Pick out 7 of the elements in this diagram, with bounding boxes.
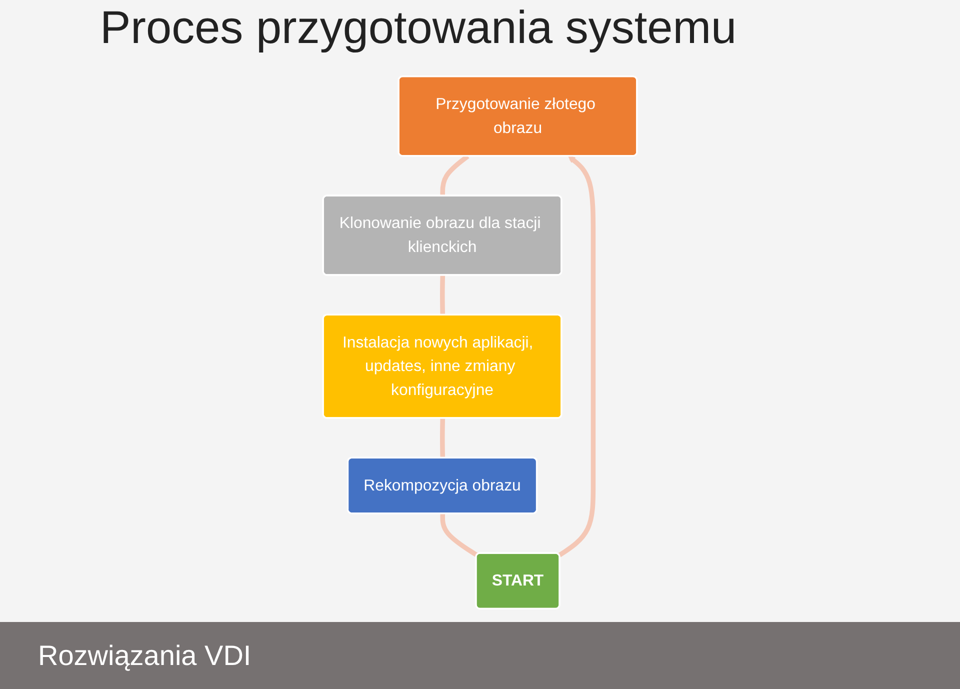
connector bbox=[440, 275, 446, 316]
diagram-title: Proces przygotowania systemu bbox=[100, 0, 737, 54]
arrow bbox=[558, 156, 596, 558]
footer-text: Rozwiązania VDI bbox=[38, 640, 252, 672]
connector bbox=[440, 514, 478, 558]
connector bbox=[440, 418, 446, 458]
connector bbox=[440, 154, 470, 196]
